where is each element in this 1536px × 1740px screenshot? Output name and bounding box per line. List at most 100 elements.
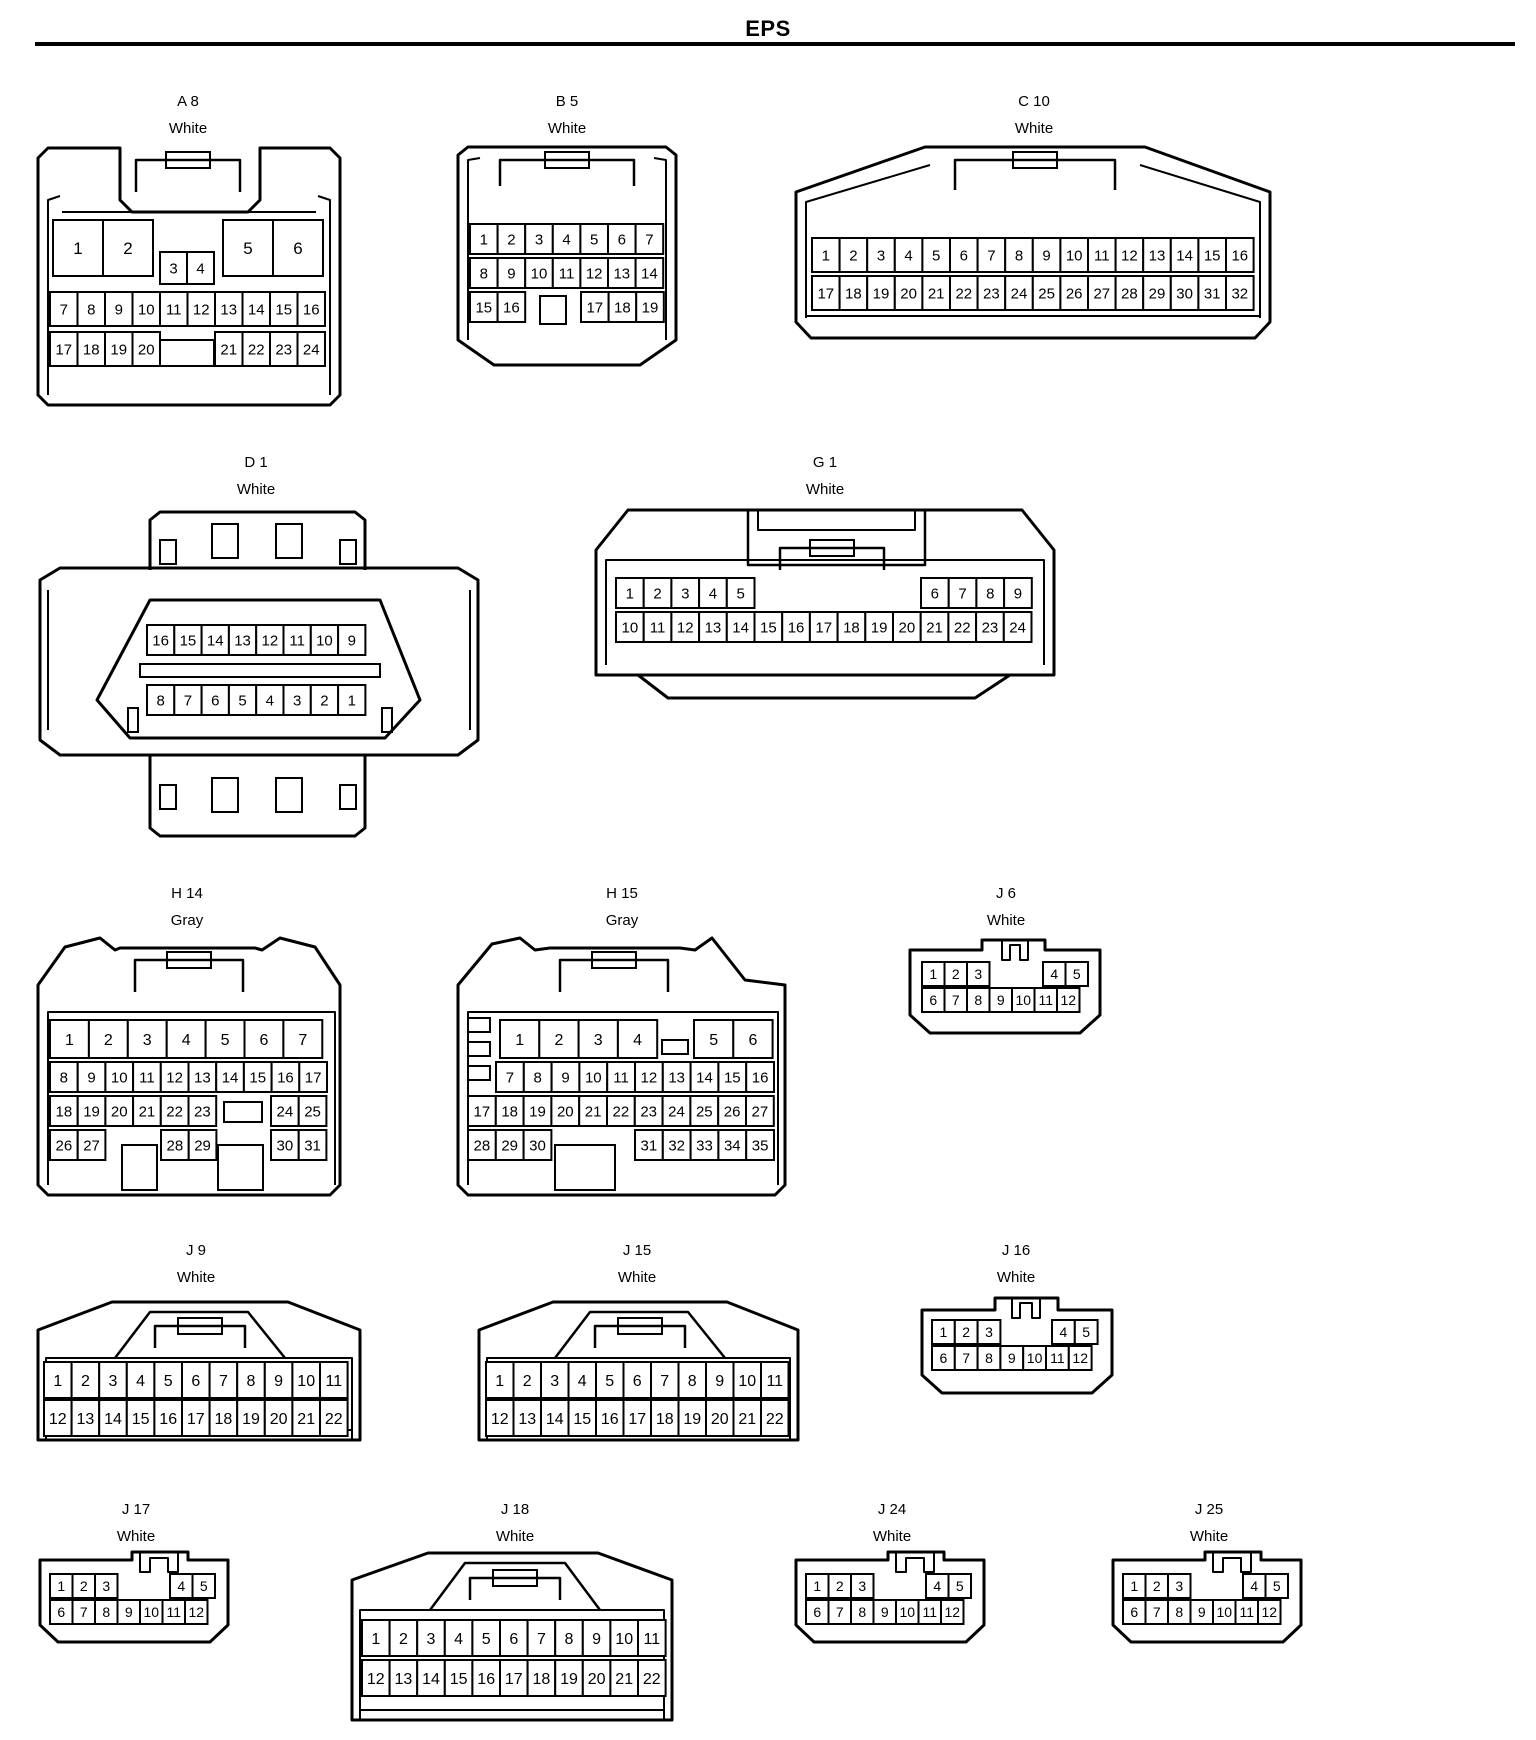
pin-number: 8 [102, 1604, 110, 1620]
pin-number: 4 [1250, 1578, 1258, 1594]
pin-number: 15 [760, 619, 777, 636]
pin-number: 33 [696, 1137, 713, 1154]
connector-color: White [177, 1269, 215, 1286]
pin-9: 9 [999, 1345, 1025, 1371]
pin-7: 7 [208, 1361, 239, 1399]
pin-12: 12 [579, 257, 610, 289]
pin-12: 12 [255, 624, 285, 656]
pin-17: 17 [622, 1399, 652, 1437]
pin-cell [227, 624, 258, 656]
pin-number: 3 [550, 1373, 559, 1390]
pin-number: 32 [1231, 285, 1248, 302]
pin-4: 4 [1051, 1319, 1076, 1345]
pin-number: 5 [200, 1578, 208, 1594]
pin-number: 7 [184, 692, 192, 709]
connector-code: A 8 [177, 93, 199, 110]
pin-number: 23 [640, 1103, 657, 1120]
pin-5: 5 [153, 1361, 183, 1399]
pin-2: 2 [838, 237, 869, 273]
connector-code: J 9 [186, 1242, 206, 1259]
pin-cell [485, 1399, 515, 1437]
pin-27: 27 [745, 1095, 775, 1127]
pin-13: 13 [388, 1659, 419, 1697]
outline-shape [159, 784, 177, 810]
pin-9: 9 [337, 624, 367, 656]
pin-13: 13 [70, 1399, 101, 1437]
outline-shape [177, 1317, 223, 1335]
pin-number: 20 [557, 1103, 574, 1120]
pin-cell [469, 223, 499, 255]
pin-11: 11 [551, 257, 582, 289]
pin-5: 5 [1073, 1319, 1099, 1345]
pin-cell [637, 1619, 667, 1657]
pin-1: 1 [811, 237, 841, 273]
pin-number: 6 [960, 247, 968, 264]
pin-cell [1064, 961, 1089, 987]
pin-7: 7 [71, 1599, 96, 1625]
pin-number: 3 [535, 231, 543, 248]
outline-shape [339, 784, 357, 810]
pin-18: 18 [836, 611, 867, 643]
pin-17: 17 [49, 331, 79, 367]
pin-22: 22 [760, 1399, 790, 1437]
pin-cell [416, 1659, 446, 1697]
pin-12: 12 [634, 1061, 664, 1093]
pin-19: 19 [522, 1095, 553, 1127]
pin-number: 20 [588, 1671, 606, 1688]
pin-cell [650, 1361, 680, 1399]
outline-shape [139, 663, 381, 678]
pin-number: 8 [480, 265, 488, 282]
pin-35: 35 [745, 1129, 776, 1161]
pin-20: 20 [104, 1095, 135, 1127]
pin-cell [296, 291, 326, 327]
pin-9: 9 [263, 1361, 294, 1399]
pin-cell [104, 291, 134, 327]
pin-17: 17 [580, 291, 610, 323]
pin-19: 19 [864, 611, 894, 643]
pin-number: 19 [642, 299, 659, 316]
pin-number: 17 [187, 1411, 205, 1428]
pin-cell [125, 1361, 156, 1399]
pin-number: 23 [275, 341, 292, 358]
pin-cell [920, 577, 950, 609]
pin-number: 29 [501, 1137, 518, 1154]
pin-cell [1197, 275, 1228, 311]
pin-cell [153, 1399, 183, 1437]
pin-number: 1 [940, 1324, 948, 1340]
pin-12: 12 [1257, 1599, 1282, 1625]
pin-number: 12 [677, 619, 694, 636]
pin-number: 1 [53, 1373, 62, 1390]
pin-number: 1 [929, 966, 937, 982]
pin-number: 4 [578, 1373, 587, 1390]
pin-19: 19 [677, 1399, 707, 1437]
pin-30: 30 [1169, 275, 1200, 311]
pin-number: 26 [1066, 285, 1083, 302]
pin-number: 31 [641, 1137, 658, 1154]
pin-number: 14 [1176, 247, 1193, 264]
pin-cell [864, 611, 894, 643]
pin-cell [1056, 987, 1081, 1013]
pin-number: 6 [813, 1604, 821, 1620]
pin-1: 1 [805, 1573, 830, 1599]
pin-number: 18 [614, 299, 631, 316]
pin-number: 10 [1066, 247, 1083, 264]
pin-cell [717, 1095, 748, 1127]
pin-number: 14 [222, 1069, 239, 1086]
pin-24: 24 [1004, 275, 1034, 311]
pin-number: 4 [904, 247, 912, 264]
pin-number: 9 [348, 632, 356, 649]
pin-26: 26 [1059, 275, 1090, 311]
pin-17: 17 [499, 1659, 529, 1697]
pin-cell [850, 1573, 875, 1599]
pin-number: 6 [1130, 1604, 1138, 1620]
pin-12: 12 [940, 1599, 965, 1625]
pin-number: 16 [477, 1671, 495, 1688]
pin-cell [866, 237, 896, 273]
pin-number: 2 [399, 1631, 408, 1648]
pin-22: 22 [606, 1095, 636, 1127]
pin-number: 25 [1038, 285, 1055, 302]
pin-19: 19 [104, 331, 134, 367]
pin-number: 23 [194, 1103, 211, 1120]
pin-6: 6 [931, 1345, 956, 1371]
